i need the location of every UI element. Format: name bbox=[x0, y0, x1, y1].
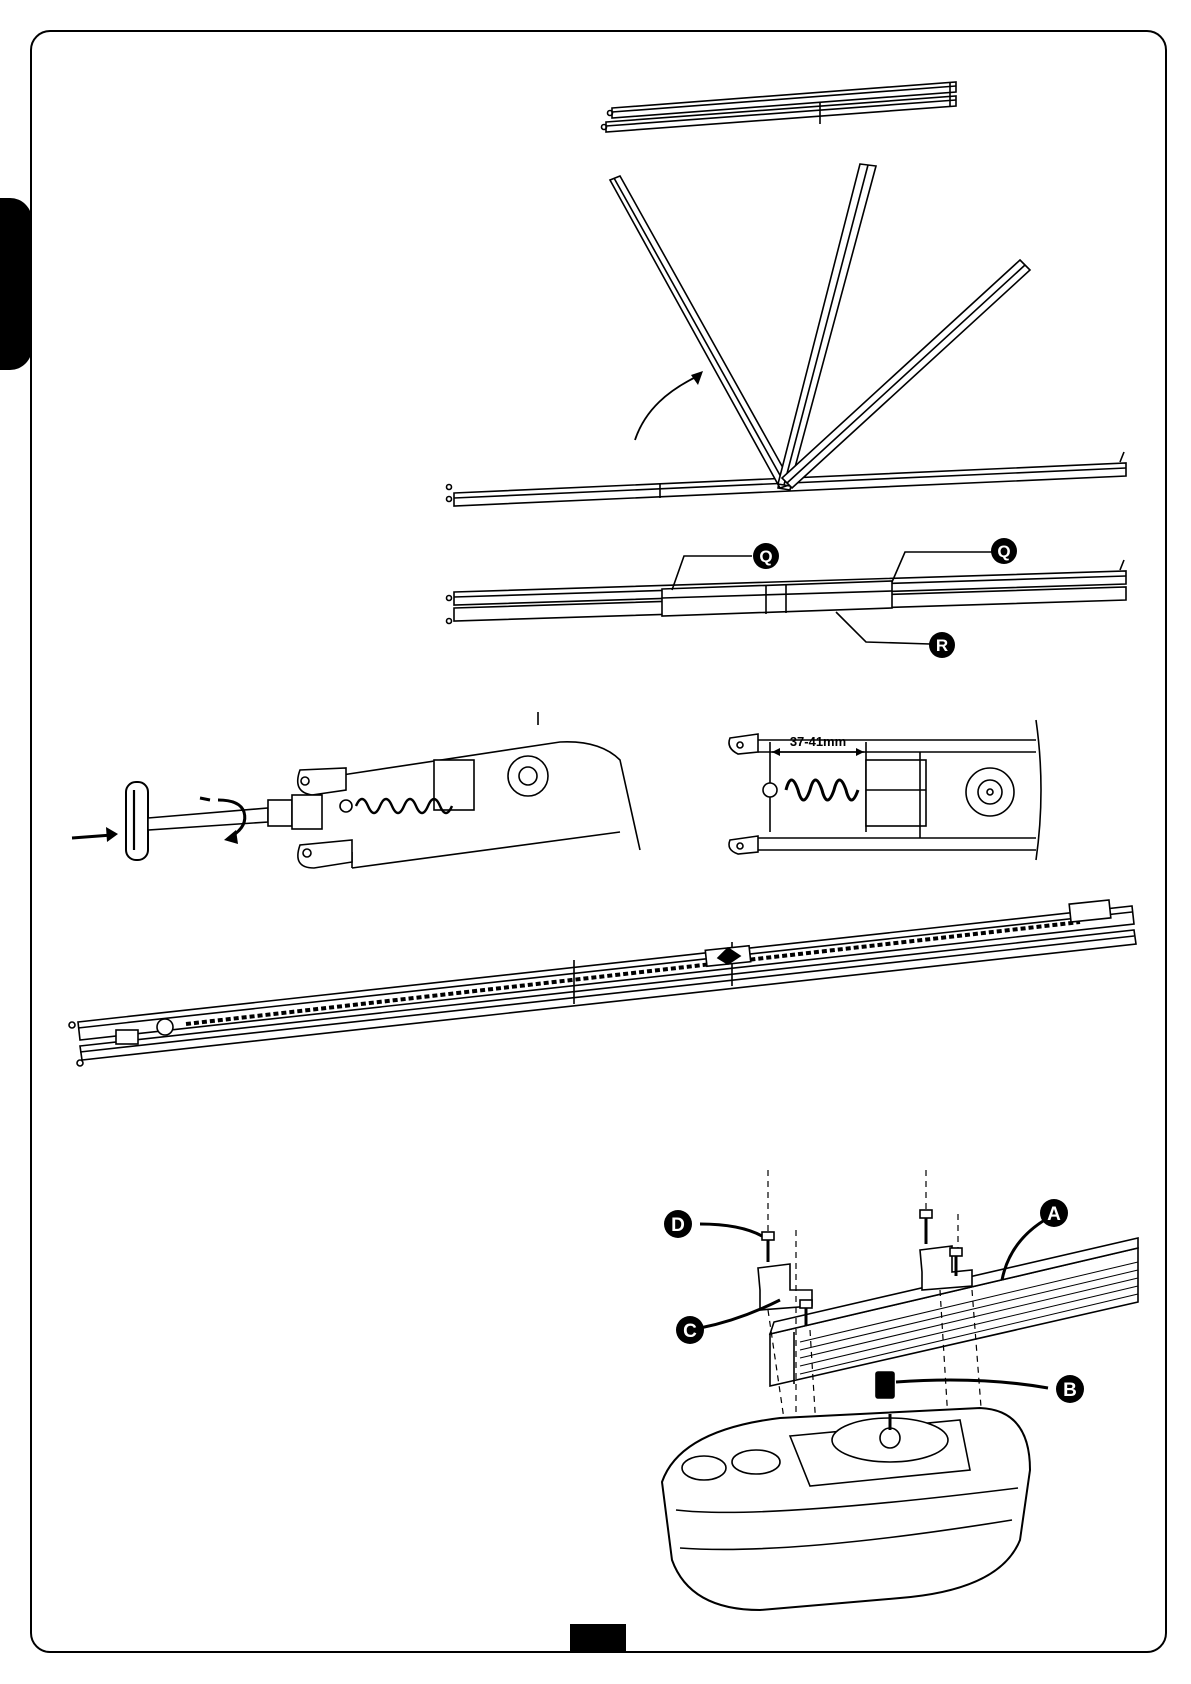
label-c: C bbox=[676, 1316, 704, 1344]
unfolding-rail-figure bbox=[447, 164, 1127, 506]
label-q-left: Q bbox=[753, 543, 779, 569]
label-b-text: B bbox=[1063, 1380, 1077, 1401]
folded-rail-figure bbox=[602, 82, 957, 132]
label-d: D bbox=[664, 1210, 692, 1238]
label-a: A bbox=[1040, 1199, 1068, 1227]
assembled-rail-figure bbox=[69, 900, 1136, 1066]
label-q-text: Q bbox=[759, 547, 772, 566]
label-b: B bbox=[1056, 1375, 1084, 1403]
label-q-text: Q bbox=[997, 542, 1010, 561]
label-r-text: R bbox=[936, 636, 948, 655]
label-a-text: A bbox=[1047, 1204, 1061, 1225]
label-d-text: D bbox=[671, 1215, 685, 1236]
dimension-label: 37-41mm bbox=[790, 734, 846, 749]
spring-measure-figure bbox=[729, 720, 1041, 860]
label-q-right: Q bbox=[991, 538, 1017, 564]
joined-rail-figure bbox=[447, 552, 1127, 644]
chain-tension-figure bbox=[72, 712, 640, 868]
label-c-text: C bbox=[683, 1321, 697, 1342]
label-r: R bbox=[929, 632, 955, 658]
